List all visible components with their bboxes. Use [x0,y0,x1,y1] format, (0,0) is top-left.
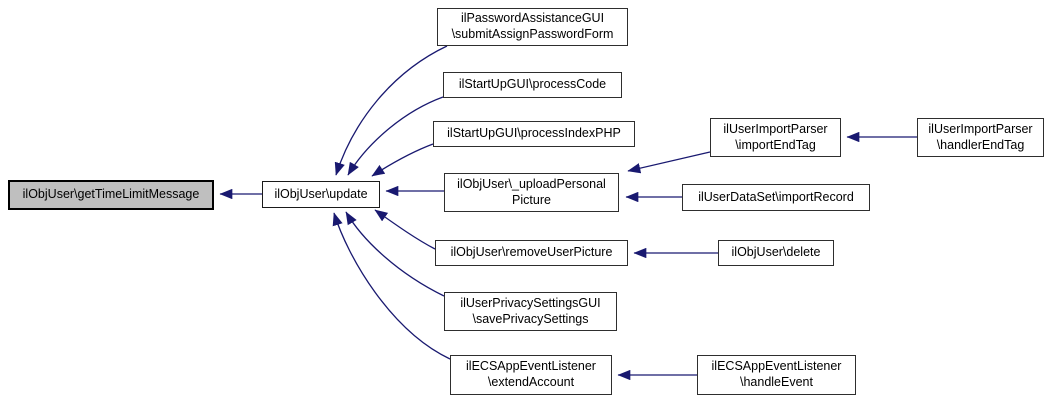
node-getTimeLimitMessage: ilObjUser\getTimeLimitMessage [8,180,214,210]
node-delete[interactable]: ilObjUser\delete [718,240,834,266]
edge-extendAccount-to-update [332,212,451,360]
edge-processIndexPHP-to-update [371,143,434,177]
node-uploadPersonalPicture[interactable]: ilObjUser\_uploadPersonal Picture [444,173,619,212]
node-submitAssignPasswordForm[interactable]: ilPasswordAssistanceGUI \submitAssignPas… [437,8,628,46]
node-removeUserPicture[interactable]: ilObjUser\removeUserPicture [435,240,628,266]
node-importRecord[interactable]: ilUserDataSet\importRecord [682,184,870,211]
node-importEndTag[interactable]: ilUserImportParser \importEndTag [710,118,841,157]
edge-processCode-to-update [347,96,444,176]
node-processIndexPHP[interactable]: ilStartUpGUI\processIndexPHP [433,121,635,147]
node-savePrivacySettings[interactable]: ilUserPrivacySettingsGUI \savePrivacySet… [444,292,617,331]
edge-submitAssignPasswordForm-to-update [334,45,448,176]
edge-removeUserPicture-to-update [374,209,436,250]
node-handleEvent[interactable]: ilECSAppEventListener \handleEvent [697,355,856,395]
node-processCode[interactable]: ilStartUpGUI\processCode [443,72,622,98]
edge-importEndTag-to-uploadPersonalPicture [627,151,711,174]
node-extendAccount[interactable]: ilECSAppEventListener \extendAccount [450,355,612,395]
edge-savePrivacySettings-to-update [345,211,445,297]
node-handlerEndTag[interactable]: ilUserImportParser \handlerEndTag [917,118,1044,157]
node-update[interactable]: ilObjUser\update [262,181,380,208]
